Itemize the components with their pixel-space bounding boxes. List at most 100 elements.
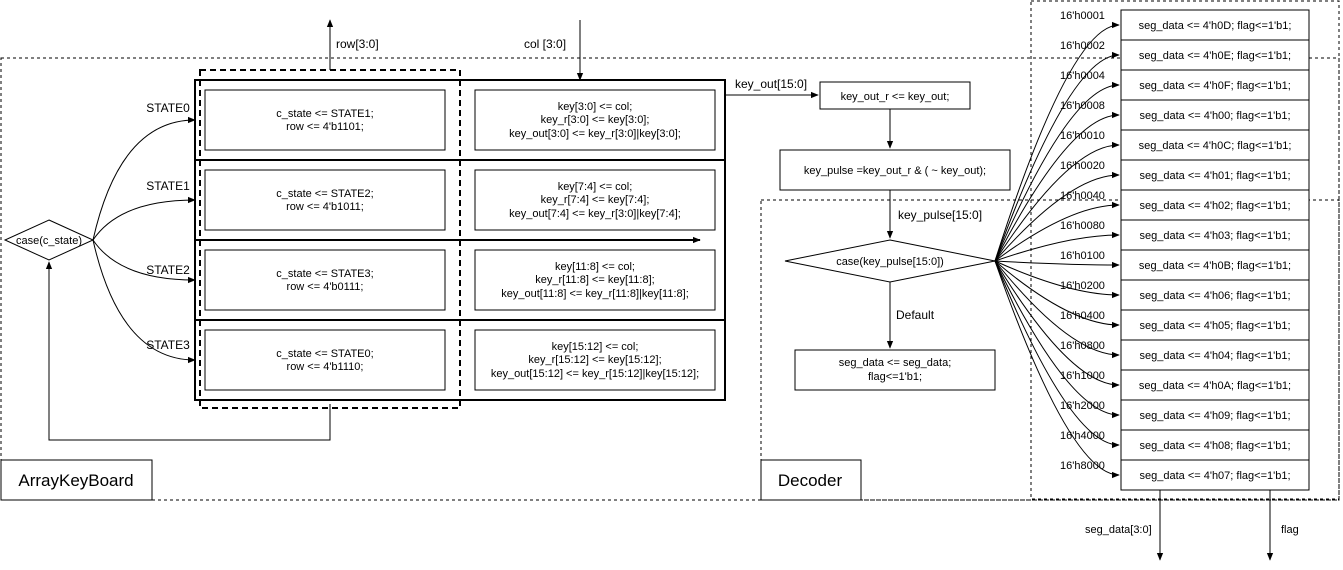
decode-fan-arrow: [994, 51, 1120, 262]
decode-row-action: seg_data <= 4'h0B; flag<=1'b1;: [1139, 260, 1291, 272]
state3-next-box: [204, 329, 446, 391]
decode-fan-arrow: [994, 201, 1120, 262]
state0-key-line: key[3:0] <= col;: [558, 101, 633, 113]
decode-row-action: seg_data <= 4'h04; flag<=1'b1;: [1140, 350, 1291, 362]
state1-label: STATE1: [146, 179, 190, 193]
decode-fan-arrow: [994, 260, 1120, 359]
decode-row-action: seg_data <= 4'h08; flag<=1'b1;: [1140, 440, 1291, 452]
decoder-panel-label-box: [760, 459, 862, 501]
decode-row-key: 16'h0080: [1060, 220, 1105, 232]
decode-row-action: seg_data <= 4'h09; flag<=1'b1;: [1140, 410, 1291, 422]
default-action-line: seg_data <= seg_data;: [839, 357, 952, 369]
state0-next-line: row <= 4'b1101;: [286, 121, 364, 133]
decode-row-action: seg_data <= 4'h0C; flag<=1'b1;: [1139, 140, 1292, 152]
decode-fan-arrow: [994, 260, 1120, 449]
decode-row-key: 16'h0400: [1060, 310, 1105, 322]
decode-row-action: seg_data <= 4'h07; flag<=1'b1;: [1140, 470, 1291, 482]
decode-row-box: [1120, 309, 1310, 341]
decode-fan-arrow: [994, 111, 1120, 262]
state3-next-line: row <= 4'b1110;: [287, 361, 364, 373]
state0-key-line: key_out[3:0] <= key_r[3:0]|key[3:0];: [509, 128, 681, 140]
decode-row-box: [1120, 429, 1310, 461]
case-c-state-diamond: [3, 219, 95, 261]
decode-row-box: [1120, 9, 1310, 41]
decode-row-key: 16'h0002: [1060, 40, 1105, 52]
decode-row-key: 16'h1000: [1060, 370, 1105, 382]
decode-row-key: 16'h8000: [1060, 460, 1105, 472]
decode-row-box: [1120, 39, 1310, 71]
default-label: Default: [896, 308, 935, 322]
decode-fan-arrow: [994, 260, 1120, 299]
decode-row-box: [1120, 129, 1310, 161]
col-signal-label: col [3:0]: [524, 37, 566, 51]
state-action-boxes: c_state <= STATE1; row <= 4'b1101; key[3…: [204, 89, 716, 391]
decode-fan-arrow: [994, 81, 1120, 262]
state2-key-line: key_out[11:8] <= key_r[11:8]|key[11:8];: [501, 288, 689, 300]
state3-key-box: [474, 329, 716, 391]
key-pulse-box: [779, 149, 1011, 191]
state2-arrow: [92, 239, 196, 284]
state1-key-box: [474, 169, 716, 231]
row-signal-label: row[3:0]: [336, 37, 379, 51]
state1-next-box: [204, 169, 446, 231]
state1-arrow: [92, 196, 196, 241]
decode-row-box: [1120, 219, 1310, 251]
decode-row-action: seg_data <= 4'h01; flag<=1'b1;: [1140, 170, 1291, 182]
state3-next-line: c_state <= STATE0;: [276, 348, 373, 360]
decode-row-box: [1120, 99, 1310, 131]
array-keyboard-panel: [0, 57, 1340, 501]
decode-row-key: 16'h0008: [1060, 100, 1105, 112]
decode-row-action: seg_data <= 4'h0F; flag<=1'b1;: [1139, 80, 1291, 92]
decode-row-box: [1120, 279, 1310, 311]
decode-table: seg_data <= 4'h0D; flag<=1'b1;seg_data <…: [1120, 9, 1310, 491]
state1-key-line: key_r[7:4] <= key[7:4];: [541, 194, 650, 206]
state1-next-line: row <= 4'b1011;: [286, 201, 364, 213]
fsm-feedback-loop: [45, 261, 331, 441]
decode-row-box: [1120, 369, 1310, 401]
decode-row-key: 16'h0800: [1060, 340, 1105, 352]
state3-key-line: key_r[15:12] <= key[15:12];: [528, 354, 661, 366]
state1-key-line: key[7:4] <= col;: [558, 181, 633, 193]
decode-row-box: [1120, 69, 1310, 101]
key-pulse-signal-label: key_pulse[15:0]: [898, 208, 982, 222]
state2-key-line: key[11:8] <= col;: [555, 261, 635, 273]
array-keyboard-panel-label: ArrayKeyBoard: [18, 471, 133, 490]
decode-row-key: 16'h2000: [1060, 400, 1105, 412]
flag-output-label: flag: [1281, 524, 1299, 536]
decode-row-key: 16'h4000: [1060, 430, 1105, 442]
state1-key-line: key_out[7:4] <= key_r[3:0]|key[7:4];: [509, 208, 681, 220]
default-action-line: flag<=1'b1;: [868, 371, 922, 383]
decode-fan-arrow: [994, 231, 1120, 262]
decode-row-key: 16'h0020: [1060, 160, 1105, 172]
state2-next-box: [204, 249, 446, 311]
decode-row-action: seg_data <= 4'h05; flag<=1'b1;: [1140, 320, 1291, 332]
decode-fan-arrow: [994, 260, 1120, 269]
decode-row-key: 16'h0040: [1060, 190, 1105, 202]
state0-key-box: [474, 89, 716, 151]
key-out-signal-label: key_out[15:0]: [735, 77, 807, 91]
case-c-state-label: case(c_state): [16, 235, 82, 247]
state0-key-line: key_r[3:0] <= key[3:0];: [541, 114, 650, 126]
state0-next-box: [204, 89, 446, 151]
state2-next-line: row <= 4'b0111;: [287, 281, 364, 293]
decode-fan-arrow: [994, 260, 1120, 329]
decode-row-action: seg_data <= 4'h03; flag<=1'b1;: [1140, 230, 1291, 242]
decode-fan-arrow: [994, 260, 1120, 479]
decode-row-box: [1120, 189, 1310, 221]
decode-row-key: 16'h0100: [1060, 250, 1105, 262]
decode-row-action: seg_data <= 4'h02; flag<=1'b1;: [1140, 200, 1291, 212]
decode-fan-arrow: [994, 260, 1120, 419]
key-pulse-label: key_pulse =key_out_r & ( ~ key_out);: [804, 165, 986, 177]
state0-label: STATE0: [146, 101, 190, 115]
state3-key-line: key[15:12] <= col;: [552, 341, 639, 353]
state0-next-line: c_state <= STATE1;: [276, 108, 373, 120]
decode-row-key: 16'h0010: [1060, 130, 1105, 142]
decode-row-action: seg_data <= 4'h0A; flag<=1'b1;: [1139, 380, 1291, 392]
case-key-pulse-label: case(key_pulse[15:0]): [836, 256, 944, 268]
seg-data-output-label: seg_data[3:0]: [1085, 524, 1152, 536]
state3-label: STATE3: [146, 338, 190, 352]
state1-next-line: c_state <= STATE2;: [276, 188, 373, 200]
state3-arrow: [92, 239, 196, 364]
decode-row-action: seg_data <= 4'h00; flag<=1'b1;: [1140, 110, 1291, 122]
key-out-r-label: key_out_r <= key_out;: [841, 91, 950, 103]
